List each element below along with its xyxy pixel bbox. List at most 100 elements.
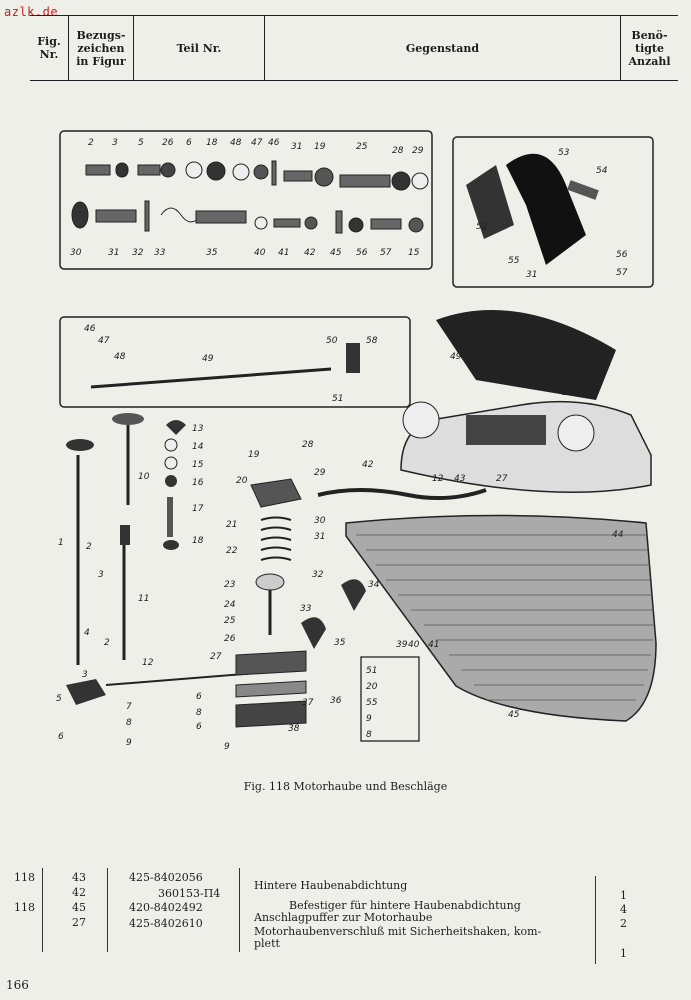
svg-text:32: 32 bbox=[312, 570, 324, 580]
svg-text:57: 57 bbox=[616, 268, 628, 278]
svg-text:29: 29 bbox=[412, 146, 424, 156]
svg-text:40: 40 bbox=[408, 640, 420, 650]
svg-text:3: 3 bbox=[82, 670, 88, 680]
svg-text:6: 6 bbox=[58, 732, 64, 742]
svg-text:5: 5 bbox=[138, 138, 144, 148]
svg-text:54: 54 bbox=[596, 166, 608, 176]
row-gegenstand: Hintere Haubenabdichtung bbox=[254, 879, 408, 892]
row-bez: 45 bbox=[72, 901, 86, 914]
svg-text:25: 25 bbox=[356, 142, 368, 152]
svg-text:29: 29 bbox=[314, 468, 326, 478]
svg-text:43: 43 bbox=[454, 474, 466, 484]
column-divider bbox=[239, 868, 240, 952]
svg-text:16: 16 bbox=[192, 478, 204, 488]
svg-text:31: 31 bbox=[291, 142, 302, 152]
row-anzahl: 1 bbox=[620, 947, 627, 960]
svg-text:35: 35 bbox=[334, 638, 346, 648]
svg-text:37: 37 bbox=[302, 698, 314, 708]
svg-text:48: 48 bbox=[114, 352, 126, 362]
svg-text:18: 18 bbox=[206, 138, 218, 148]
svg-text:6: 6 bbox=[196, 722, 202, 732]
svg-text:33: 33 bbox=[300, 604, 312, 614]
svg-text:31: 31 bbox=[108, 248, 119, 258]
svg-text:22: 22 bbox=[226, 546, 238, 556]
svg-text:27: 27 bbox=[496, 474, 508, 484]
svg-text:8: 8 bbox=[366, 730, 372, 740]
svg-text:49: 49 bbox=[450, 352, 462, 362]
svg-text:39: 39 bbox=[396, 640, 408, 650]
svg-text:45: 45 bbox=[330, 248, 342, 258]
svg-text:11: 11 bbox=[138, 594, 149, 604]
svg-text:9: 9 bbox=[224, 742, 230, 752]
svg-text:15: 15 bbox=[192, 460, 204, 470]
svg-text:48: 48 bbox=[230, 138, 242, 148]
svg-text:21: 21 bbox=[226, 520, 237, 530]
header-fig-nr: Fig. Nr. bbox=[30, 16, 69, 80]
row-gegenstand: Befestiger für hintere Haubenabdichtung bbox=[289, 899, 521, 912]
row-teil: 425-8402610 bbox=[129, 917, 203, 930]
column-divider bbox=[42, 868, 43, 952]
svg-text:34: 34 bbox=[368, 580, 380, 590]
svg-text:35: 35 bbox=[206, 248, 218, 258]
svg-text:38: 38 bbox=[288, 724, 300, 734]
svg-text:7: 7 bbox=[126, 702, 132, 712]
header-gegenstand: Gegenstand bbox=[265, 16, 621, 80]
svg-text:26: 26 bbox=[224, 634, 236, 644]
figure-caption: Fig. 118 Motorhaube und Beschläge bbox=[243, 780, 448, 793]
svg-text:10: 10 bbox=[138, 472, 150, 482]
svg-text:42: 42 bbox=[304, 248, 316, 258]
header-anzahl: Benö- tigte Anzahl bbox=[628, 28, 671, 68]
svg-text:4: 4 bbox=[84, 628, 90, 638]
svg-text:20: 20 bbox=[366, 682, 378, 692]
hinge-box bbox=[452, 136, 654, 288]
svg-text:28: 28 bbox=[302, 440, 314, 450]
svg-text:49: 49 bbox=[202, 354, 214, 364]
row-anzahl: 2 bbox=[620, 917, 627, 930]
row-teil: 425-8402056 bbox=[129, 871, 203, 884]
row-gegenstand: Anschlagpuffer zur Motorhaube bbox=[254, 911, 433, 924]
hood-panel bbox=[345, 514, 657, 722]
svg-text:31: 31 bbox=[314, 532, 325, 542]
row-teil: 360153-П4 bbox=[158, 887, 221, 900]
svg-text:56: 56 bbox=[356, 248, 368, 258]
svg-text:9: 9 bbox=[126, 738, 132, 748]
svg-text:47: 47 bbox=[251, 138, 263, 148]
fastener-inset-box bbox=[360, 656, 420, 742]
row-bez: 42 bbox=[72, 886, 86, 899]
svg-text:8: 8 bbox=[196, 708, 202, 718]
row-gegenstand: Motorhaubenverschluß mit Sicherheitshake… bbox=[254, 925, 542, 950]
svg-text:41: 41 bbox=[428, 640, 439, 650]
svg-text:12: 12 bbox=[142, 658, 154, 668]
svg-text:23: 23 bbox=[224, 580, 236, 590]
svg-text:31: 31 bbox=[526, 270, 537, 280]
svg-text:51: 51 bbox=[332, 394, 343, 404]
svg-text:24: 24 bbox=[224, 600, 236, 610]
row-bez: 27 bbox=[72, 916, 86, 929]
row-anzahl: 4 bbox=[620, 903, 627, 916]
page-number: 166 bbox=[6, 978, 29, 992]
row-fig: 118 bbox=[14, 871, 35, 884]
table-header: Fig. Nr. Bezugs- zeichen in Figur Teil N… bbox=[30, 15, 678, 81]
header-bezugszeichen: Bezugs- zeichen in Figur bbox=[69, 16, 134, 80]
svg-text:14: 14 bbox=[192, 442, 204, 452]
svg-text:2: 2 bbox=[86, 542, 92, 552]
svg-text:1: 1 bbox=[58, 538, 64, 548]
svg-text:19: 19 bbox=[314, 142, 326, 152]
svg-text:30: 30 bbox=[314, 516, 326, 526]
header-teil-nr: Teil Nr. bbox=[134, 16, 265, 80]
svg-text:33: 33 bbox=[154, 248, 166, 258]
svg-text:26: 26 bbox=[162, 138, 174, 148]
svg-text:53: 53 bbox=[558, 148, 570, 158]
svg-text:3: 3 bbox=[98, 570, 104, 580]
row-fig: 118 bbox=[14, 901, 35, 914]
svg-text:46: 46 bbox=[84, 324, 96, 334]
prop-rod-box bbox=[59, 316, 411, 408]
svg-text:28: 28 bbox=[392, 146, 404, 156]
svg-text:3: 3 bbox=[112, 138, 118, 148]
svg-text:32: 32 bbox=[132, 248, 144, 258]
svg-text:57: 57 bbox=[380, 248, 392, 258]
svg-text:8: 8 bbox=[126, 718, 132, 728]
svg-text:12: 12 bbox=[432, 474, 444, 484]
svg-text:2: 2 bbox=[104, 638, 110, 648]
